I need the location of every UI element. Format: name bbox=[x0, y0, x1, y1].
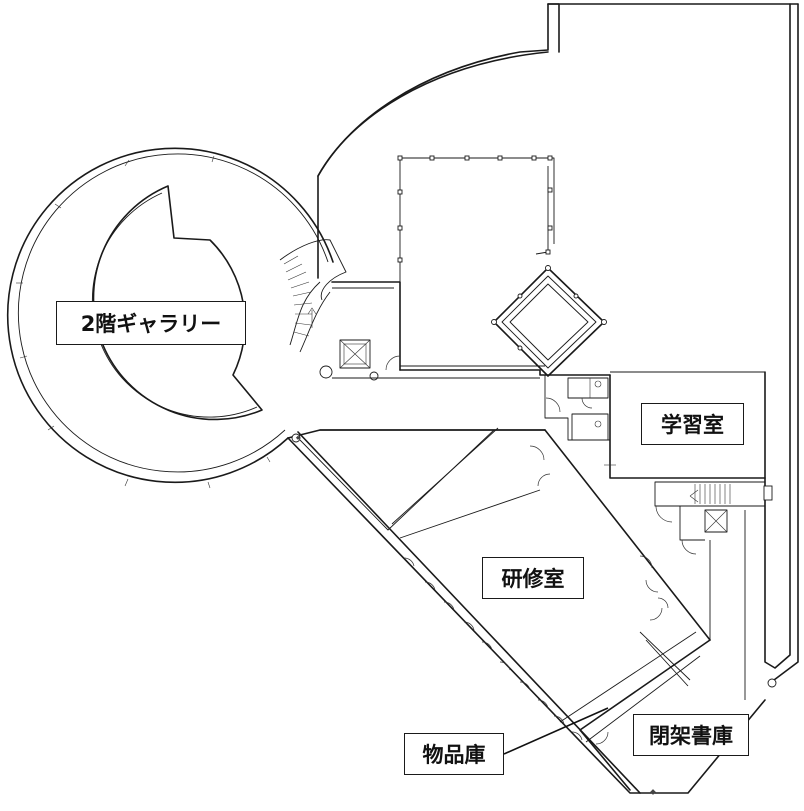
right-core bbox=[654, 481, 766, 640]
diamond-skylight bbox=[491, 265, 607, 377]
closed-stacks-walls bbox=[744, 485, 777, 700]
storage-leader-line bbox=[503, 707, 609, 755]
room-label-gallery: 2階ギャラリー bbox=[56, 301, 246, 345]
corridor bbox=[319, 365, 611, 431]
gallery-ring bbox=[6, 147, 334, 489]
room-label-training: 研修室 bbox=[482, 557, 584, 599]
core-block bbox=[319, 281, 401, 381]
room-label-study: 学習室 bbox=[641, 403, 744, 445]
study-room-walls bbox=[604, 374, 766, 479]
atrium-grid bbox=[397, 155, 555, 282]
room-label-storage: 物品庫 bbox=[404, 733, 504, 775]
room-label-closed-stacks: 閉架書庫 bbox=[633, 714, 749, 756]
curved-stair bbox=[279, 239, 347, 353]
restroom-block bbox=[544, 375, 611, 441]
